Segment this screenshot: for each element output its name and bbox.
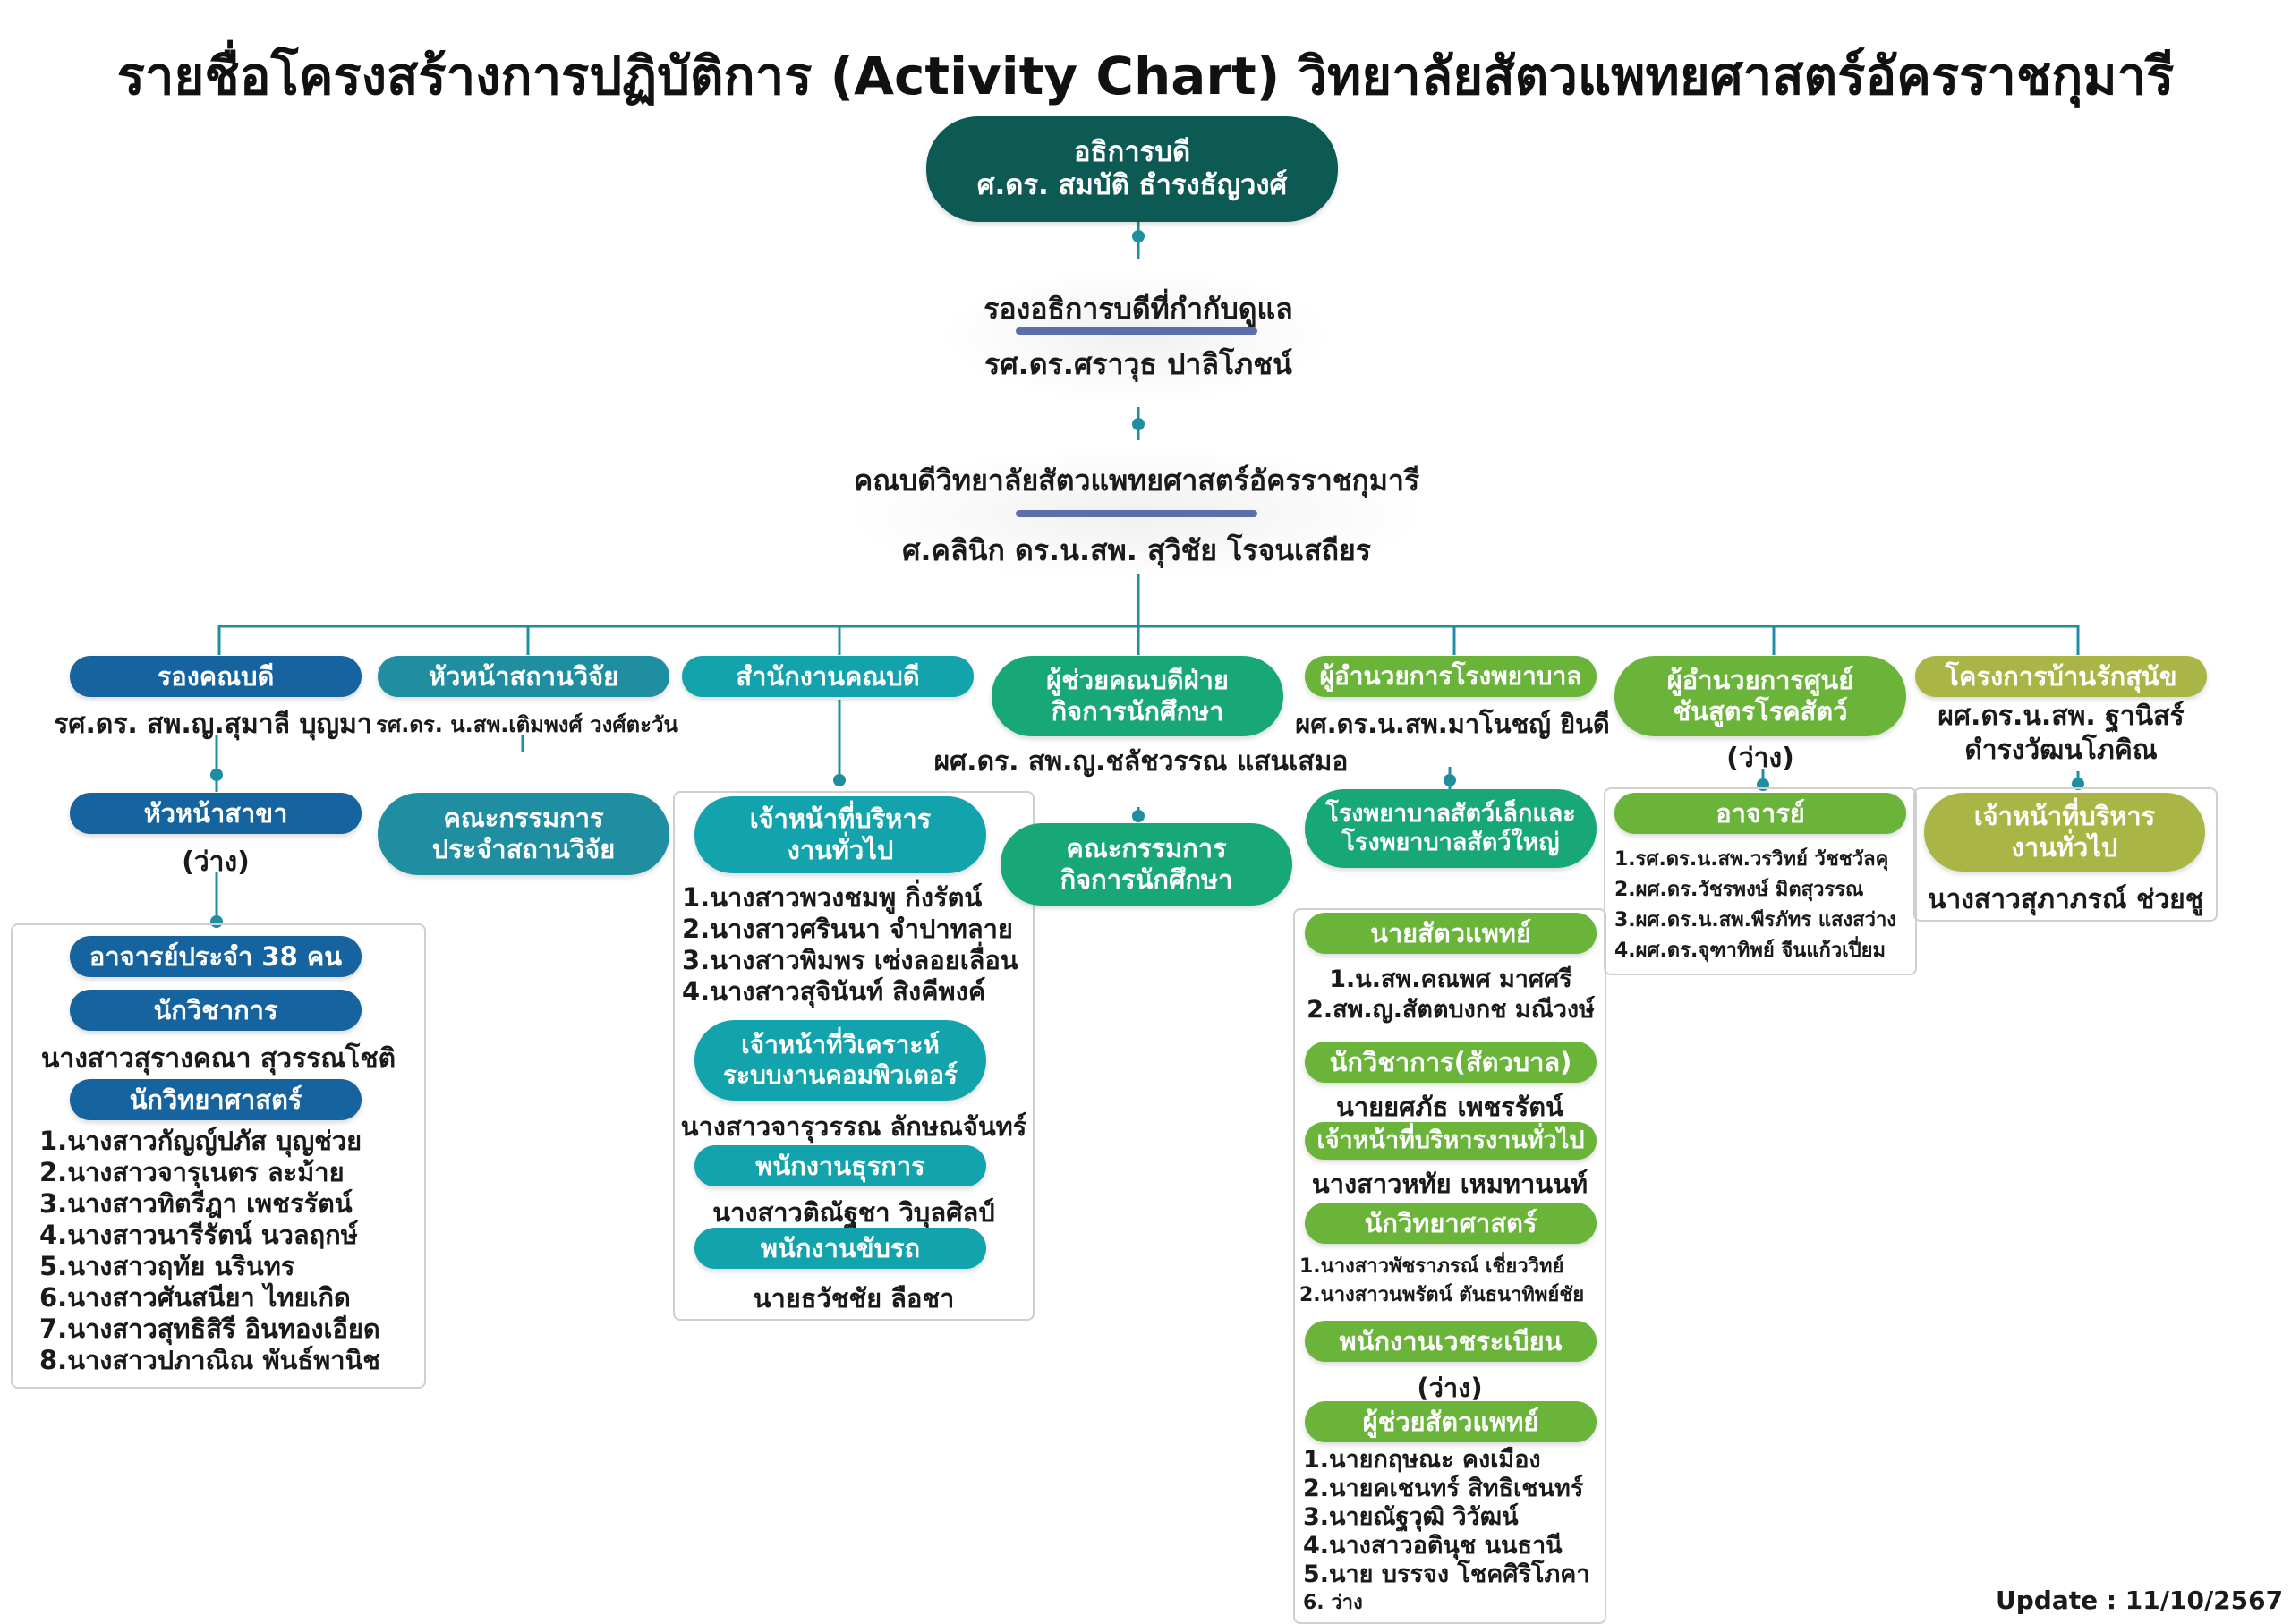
- list-item: 2.สพ.ญ.สัตตบงกช มณีวงษ์: [1307, 996, 1595, 1024]
- analyst-name: นางสาวจารุวรรณ ลักษณจันทร์: [680, 1111, 1027, 1142]
- list-item: 6. ว่าง: [1303, 1592, 1363, 1614]
- clerk-name: นางสาวติณัฐชา วิบุลศิลป์: [712, 1197, 995, 1228]
- page-title: รายชื่อโครงสร้างการปฏิบัติการ (Activity …: [116, 46, 2175, 106]
- list-item: 4.นางสาวนารีรัตน์ นวลฤกษ์: [39, 1220, 358, 1250]
- dog-project-name: ผศ.ดร.น.สพ. ฐานิสร์ ดำรงวัฒนโภคิณ: [1938, 701, 2185, 766]
- diagnostic-center-box: ผู้อำนวยการศูนย์ชันสูตรโรคสัตว์: [1614, 656, 1906, 736]
- dean-name: ศ.คลินิก ดร.น.สพ. สุวิชัย โรจนเสถียร: [902, 533, 1371, 567]
- research-head-name: รศ.ดร. น.สพ.เติมพงศ์ วงศ์ตะวัน: [376, 712, 678, 737]
- diagnostic-center-name: (ว่าง): [1726, 743, 1794, 774]
- student-affairs-box: ผู้ช่วยคณบดีฝ่ายกิจการนักศึกษา: [992, 656, 1283, 736]
- col1-panel: [11, 923, 426, 1389]
- hospital-admin-box: เจ้าหน้าที่บริหารงานทั่วไป: [1305, 1122, 1597, 1160]
- rector-label: อธิการบดี: [1073, 135, 1191, 168]
- dog-admin-name: นางสาวสุภาภรณ์ ช่วยชู: [1927, 884, 2204, 915]
- deputy-dean-box: รองคณบดี: [70, 656, 362, 697]
- vet-list: 1.น.สพ.คณพศ มาศศรี 2.สพ.ญ.สัตตบงกช มณีวง…: [1305, 965, 1597, 1025]
- col7-panel: [1913, 787, 2218, 922]
- husbandry-name: นายยศภัธ เพชรรัตน์: [1336, 1092, 1563, 1122]
- vet-assistant-list: 1.นายกฤษณะ คงเมือง 2.นายคเชนทร์ สิทธิเชน…: [1303, 1446, 1589, 1618]
- vp-shadow: [940, 268, 1333, 403]
- analyst-box: เจ้าหน้าที่วิเคราะห์ระบบงานคอมพิวเตอร์: [694, 1020, 986, 1101]
- academic-box: นักวิชาการ: [70, 990, 362, 1031]
- list-item: 5.นางสาวฤทัย นรินทร: [39, 1251, 295, 1281]
- faculty-box: อาจารย์ประจำ 38 คน: [70, 936, 362, 977]
- teacher-list: 1.รศ.ดร.น.สพ.วรวิทย์ วัชชวัลคุ 2.ผศ.ดร.ว…: [1614, 845, 1896, 966]
- office-admin-box: เจ้าหน้าที่บริหารงานทั่วไป: [694, 796, 986, 873]
- vp-divider: [1016, 327, 1257, 335]
- list-item: 7.นางสาวสุทธิสิรี อินทองเอียด: [39, 1314, 380, 1344]
- rector-box: อธิการบดี ศ.ดร. สมบัติ ธำรงธัญวงศ์: [926, 116, 1338, 222]
- office-admin-list: 1.นางสาวพวงชมพู กิ่งรัตน์ 2.นางสาวศรินนา…: [682, 882, 1018, 1008]
- list-item: 2.นายคเชนทร์ สิทธิเชนทร์: [1303, 1475, 1584, 1502]
- list-item: 4.นางสาวสุจินันท์ สิงคีพงค์: [682, 976, 986, 1007]
- list-item: 4.ผศ.ดร.จุฑาทิพย์ จีนแก้วเปี่ยม: [1614, 940, 1886, 962]
- hospital-box: โรงพยาบาลสัตว์เล็กและโรงพยาบาลสัตว์ใหญ่: [1305, 789, 1597, 868]
- dog-admin-box: เจ้าหน้าที่บริหารงานทั่วไป: [1924, 793, 2205, 872]
- dean-office-box: สำนักงานคณบดี: [682, 656, 974, 697]
- dog-project-box: โครงการบ้านรักสุนัข: [1915, 656, 2207, 697]
- list-item: 5.นาย บรรจง โชคศิริโภคา: [1303, 1560, 1590, 1588]
- vp-name: รศ.ดร.ศราวุธ ปาลิโภชน์: [984, 347, 1292, 381]
- list-item: 4.นางสาวอตินุช นนธานี: [1303, 1532, 1563, 1560]
- branch-head-box: หัวหน้าสาขา: [70, 793, 362, 834]
- vet-box: นายสัตวแพทย์: [1305, 913, 1597, 954]
- col3-panel: [673, 791, 1035, 1321]
- hospital-admin-name: นางสาวหทัย เหมทานนท์: [1311, 1169, 1588, 1199]
- hospital-director-box: ผู้อำนวยการโรงพยาบาล: [1305, 656, 1597, 697]
- list-item: 1.รศ.ดร.น.สพ.วรวิทย์ วัชชวัลคุ: [1614, 848, 1889, 871]
- dean-divider: [1016, 510, 1257, 517]
- list-item: 1.นางสาวพัชราภรณ์ เชี่ยววิทย์: [1299, 1255, 1564, 1278]
- academic-name: นางสาวสุรางคณา สุวรรณโชติ: [40, 1043, 396, 1075]
- vet-assistant-box: ผู้ช่วยสัตวแพทย์: [1305, 1401, 1597, 1442]
- list-item: 3.นางสาวพิมพร เซ่งลอยเลื่อน: [682, 945, 1018, 975]
- branch-head-name: (ว่าง): [182, 846, 250, 878]
- rector-name: ศ.ดร. สมบัติ ธำรงธัญวงศ์: [976, 169, 1288, 201]
- records-box: พนักงานเวชระเบียน: [1305, 1321, 1597, 1362]
- list-item: 2.นางสาวศรินนา จำปาทลาย: [682, 914, 1013, 944]
- hospital-scientist-list: 1.นางสาวพัชราภรณ์ เชี่ยววิทย์ 2.นางสาวนพ…: [1299, 1253, 1584, 1310]
- list-item: 3.นางสาวทิตรีฎา เพชรรัตน์: [39, 1188, 353, 1219]
- deputy-dean-name: รศ.ดร. สพ.ญ.สุมาลี บุญมา: [54, 709, 372, 740]
- scientist-box: นักวิทยาศาสตร์: [70, 1079, 362, 1120]
- col6-panel: [1604, 787, 1917, 975]
- vp-label: รองอธิการบดีที่กำกับดูแล: [984, 292, 1293, 326]
- clerk-box: พนักงานธุรการ: [694, 1145, 986, 1186]
- list-item: 1.นายกฤษณะ คงเมือง: [1303, 1446, 1541, 1474]
- driver-name: นายธวัชชัย ลือชา: [753, 1283, 955, 1314]
- list-item: 8.นางสาวปภาณิณ พันธ์พานิช: [39, 1345, 380, 1375]
- student-committee-box: คณะกรรมการกิจการนักศึกษา: [1001, 823, 1292, 906]
- update-date: Update : 11/10/2567: [1996, 1586, 2284, 1615]
- scientist-list: 1.นางสาวกัญญ์ปภัส บุญช่วย 2.นางสาวจารุเน…: [39, 1126, 380, 1376]
- list-item: 1.น.สพ.คณพศ มาศศรี: [1329, 965, 1572, 993]
- research-committee-box: คณะกรรมการประจำสถานวิจัย: [378, 793, 669, 875]
- list-item: 2.นางสาวจารุเนตร ละม้าย: [39, 1157, 345, 1187]
- list-item: 2.ผศ.ดร.วัชรพงษ์ มิตสุวรรณ: [1614, 879, 1864, 901]
- husbandry-box: นักวิชาการ(สัตวบาล): [1305, 1042, 1597, 1083]
- hospital-scientist-box: นักวิทยาศาสตร์: [1305, 1203, 1597, 1244]
- list-item: 3.นายณัฐวุฒิ วิวัฒน์: [1303, 1503, 1519, 1531]
- list-item: 3.ผศ.ดร.น.สพ.พีรภัทร แสงสว่าง: [1614, 909, 1897, 931]
- records-name: (ว่าง): [1417, 1373, 1483, 1403]
- list-item: 1.นางสาวพวงชมพู กิ่งรัตน์: [682, 882, 983, 913]
- hospital-director-name: ผศ.ดร.น.สพ.มาโนชญ์ ยินดี: [1295, 709, 1610, 739]
- student-affairs-name: ผศ.ดร. สพ.ญ.ชลัชวรรณ แสนเสมอ: [933, 746, 1349, 778]
- research-head-box: หัวหน้าสถานวิจัย: [378, 656, 669, 697]
- list-item: 1.นางสาวกัญญ์ปภัส บุญช่วย: [39, 1126, 362, 1156]
- teacher-box: อาจารย์: [1614, 793, 1906, 834]
- dean-label: คณบดีวิทยาลัยสัตวแพทยศาสตร์อัครราชกุมารี: [853, 463, 1420, 497]
- list-item: 6.นางสาวศันสนียา ไทยเกิด: [39, 1282, 351, 1313]
- list-item: 2.นางสาวนพรัตน์ ตันธนาทิพย์ชัย: [1299, 1284, 1585, 1306]
- driver-box: พนักงานขับรถ: [694, 1228, 986, 1269]
